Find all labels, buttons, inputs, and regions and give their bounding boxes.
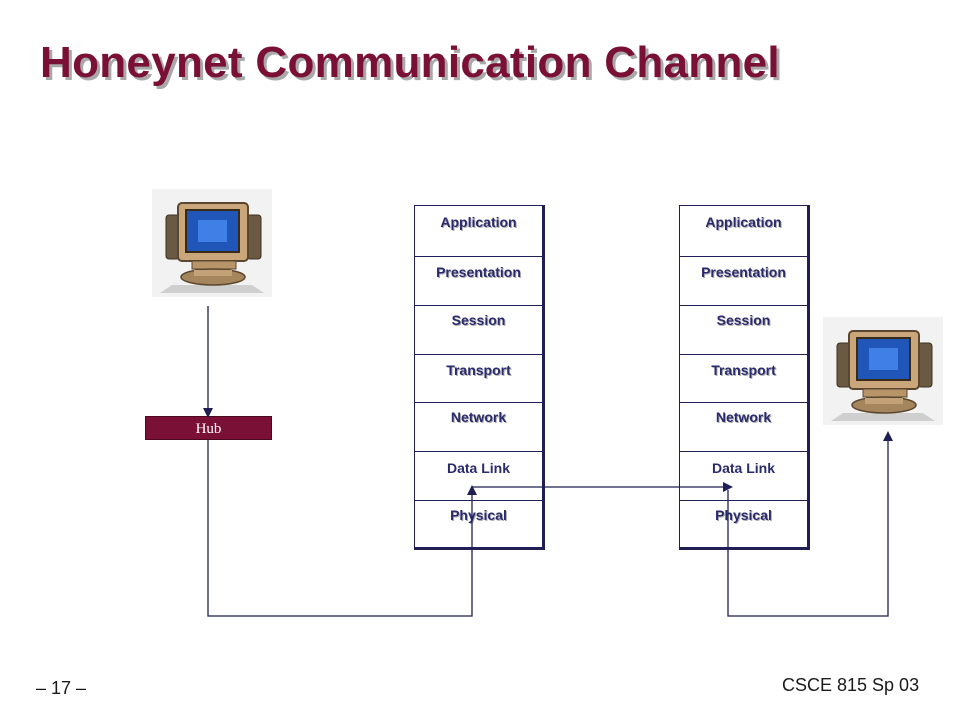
page-number: – 17 – bbox=[36, 678, 87, 698]
layer-divider bbox=[680, 305, 807, 306]
layer-application: Application bbox=[705, 214, 782, 230]
layer-divider bbox=[680, 256, 807, 257]
layer-divider bbox=[680, 402, 807, 403]
layer-data-link: Data Link bbox=[446, 460, 510, 476]
layer-presentation: Presentation bbox=[701, 264, 786, 280]
osi-stack-left: Application Presentation Session Transpo… bbox=[414, 205, 545, 550]
layer-divider bbox=[415, 451, 542, 452]
layer-divider bbox=[680, 451, 807, 452]
slide-title: Honeynet Communication Channel bbox=[40, 38, 780, 87]
wire-left-to-right-stack bbox=[471, 482, 733, 492]
wire-hub-to-left-stack bbox=[207, 440, 477, 617]
course-label: CSCE 815 Sp 03 bbox=[782, 675, 920, 695]
layer-data-link: Data Link bbox=[711, 460, 775, 476]
layer-network: Network bbox=[715, 409, 772, 425]
layer-presentation: Presentation bbox=[436, 264, 521, 280]
layer-divider bbox=[415, 305, 542, 306]
layer-divider bbox=[415, 500, 542, 501]
layer-session: Session bbox=[716, 312, 771, 328]
layer-application: Application bbox=[440, 214, 517, 230]
computer-icon bbox=[152, 189, 272, 297]
layer-divider bbox=[680, 500, 807, 501]
layer-network: Network bbox=[450, 409, 507, 425]
layer-divider bbox=[415, 256, 542, 257]
layer-divider bbox=[415, 402, 542, 403]
computer-icon bbox=[823, 317, 943, 425]
layer-transport: Transport bbox=[711, 362, 776, 378]
layer-physical: Physical bbox=[715, 507, 772, 523]
layer-divider bbox=[680, 354, 807, 355]
wire-right-stack-to-computer bbox=[727, 431, 893, 617]
osi-stack-right: Application Presentation Session Transpo… bbox=[679, 205, 810, 550]
layer-physical: Physical bbox=[450, 507, 507, 523]
layer-divider bbox=[415, 354, 542, 355]
layer-transport: Transport bbox=[446, 362, 511, 378]
layer-session: Session bbox=[451, 312, 506, 328]
